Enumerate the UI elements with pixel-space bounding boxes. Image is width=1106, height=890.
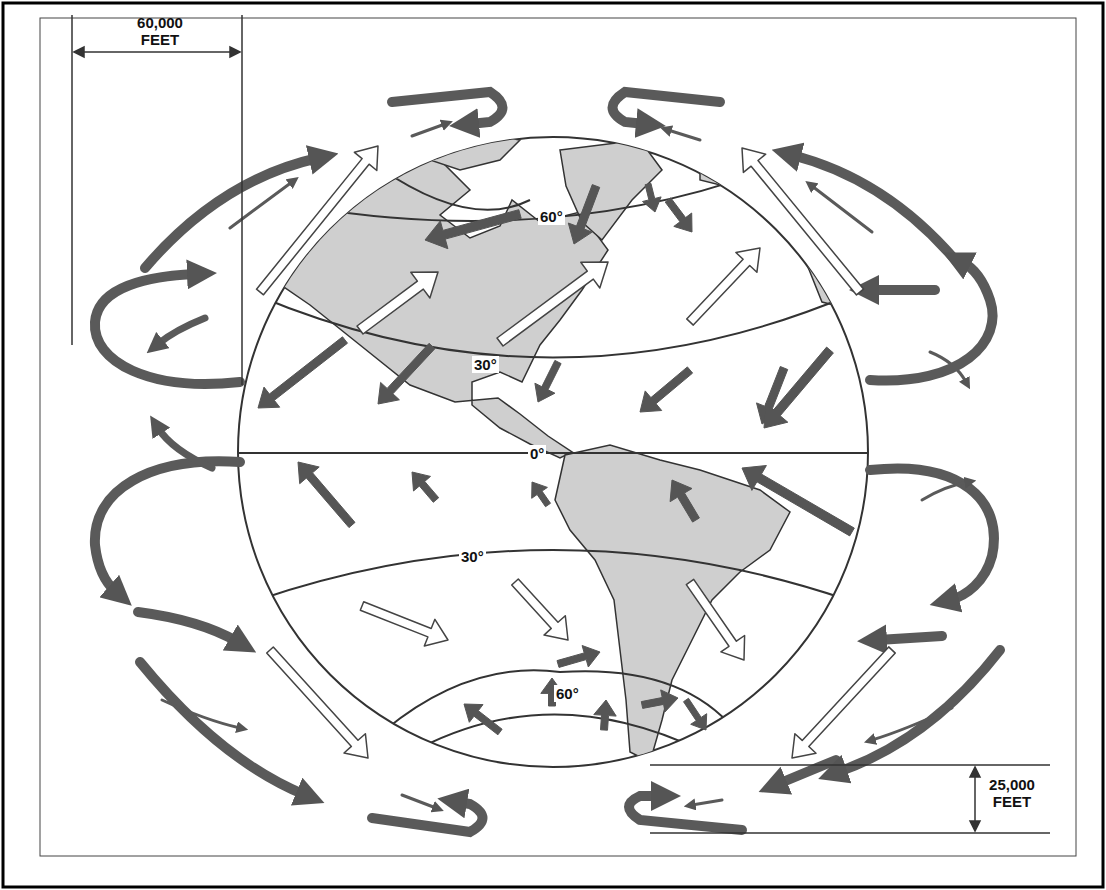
upper-wind-arrow [742, 148, 864, 295]
inner-frame [40, 18, 1076, 856]
surface-wind-arrow [557, 646, 600, 668]
surface-wind-arrow [425, 210, 521, 249]
latitude-label: 60° [554, 685, 581, 702]
surface-wind-arrow [641, 690, 678, 712]
upper-wind-arrow [360, 602, 448, 646]
surface-wind-arrow [670, 480, 699, 522]
surface-wind-arrow [684, 698, 707, 730]
upper-wind-arrow [267, 647, 368, 758]
upper-wind-arrow [792, 647, 895, 758]
upper-wind-arrow [357, 272, 438, 334]
surface-wind-arrow [535, 360, 561, 402]
upper-wind-arrow [497, 262, 608, 346]
surface-wind-arrow [594, 700, 616, 730]
surface-wind-arrow [643, 183, 662, 212]
latitude-label: 0° [528, 445, 546, 462]
surface-wind-arrow [764, 347, 833, 428]
upper-wind-arrow [257, 146, 379, 295]
surface-wind-arrow [464, 704, 502, 735]
surface-wind-arrow [258, 337, 348, 408]
surface-wind-arrow [568, 185, 599, 244]
continents [230, 132, 885, 762]
latitude-label: 60° [538, 208, 565, 225]
latitude-label: 30° [472, 356, 499, 373]
surface-wind-arrow [742, 466, 854, 536]
dimension-label: 25,000 FEET [972, 776, 1052, 810]
latitude-lines [238, 165, 868, 750]
latitude-label: 30° [459, 548, 486, 565]
dimension-label: 60,000 FEET [120, 14, 200, 48]
surface-wind-arrow [532, 482, 551, 507]
upper-wind-arrow [686, 579, 744, 660]
wind-arrows [257, 146, 896, 758]
surface-wind-arrow [412, 472, 439, 502]
upper-wind-arrow [512, 579, 568, 640]
circulation-arrows [95, 92, 1000, 832]
upper-wind-arrow [687, 248, 760, 325]
surface-wind-arrow [298, 462, 355, 528]
dimension-marks [72, 15, 1050, 833]
surface-wind-arrow [640, 367, 693, 412]
surface-wind-arrow [665, 198, 692, 232]
outer-frame [3, 3, 1103, 887]
surface-wind-arrow [378, 343, 435, 404]
